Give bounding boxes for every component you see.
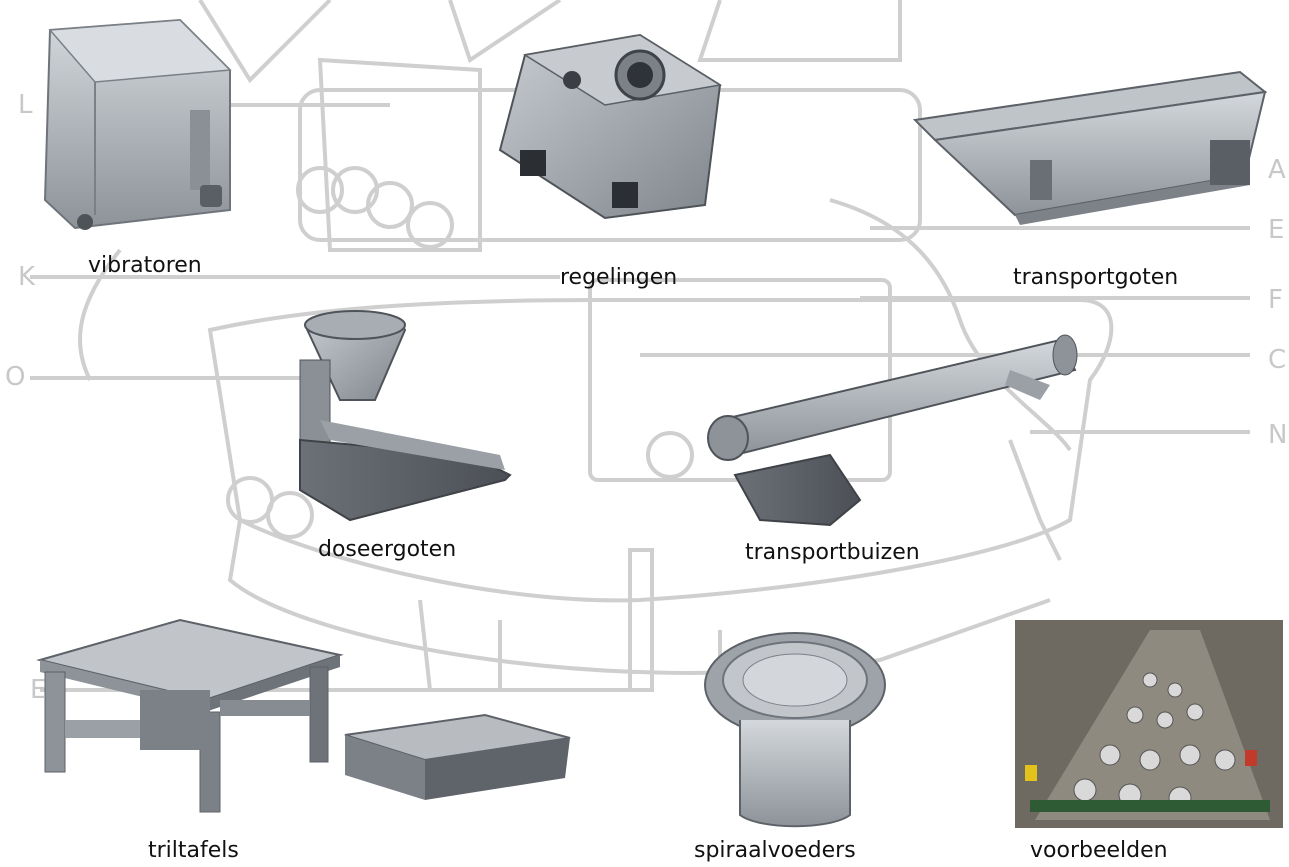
vibratoren-image-hotspot[interactable]	[40, 15, 235, 235]
doseergoten-image-hotspot[interactable]	[295, 305, 515, 525]
callout-letter-f: F	[1268, 285, 1283, 315]
callout-letter-o: O	[5, 362, 26, 392]
callout-letter-n: N	[1268, 420, 1288, 450]
regelingen-image-hotspot[interactable]	[495, 30, 725, 225]
link-triltafels[interactable]: triltafels	[148, 838, 239, 863]
transport-tube-render	[707, 334, 1078, 527]
transportbuizen-image-hotspot[interactable]	[700, 335, 1085, 530]
transport-trough-render	[912, 70, 1268, 225]
link-spiraalvoeders[interactable]: spiraalvoeders	[694, 838, 856, 863]
callout-letter-b: E	[1268, 215, 1285, 245]
callout-letter-k: K	[18, 262, 36, 292]
callout-letter-e: E	[30, 675, 47, 705]
control-box-render	[498, 33, 723, 220]
spiraalvoeders-image-hotspot[interactable]	[700, 625, 890, 830]
link-voorbeelden[interactable]: voorbeelden	[1030, 838, 1168, 863]
spiral-feeder-render	[704, 632, 886, 828]
link-vibratoren[interactable]: vibratoren	[88, 253, 202, 278]
background-sketch	[30, 0, 1250, 702]
vibrator-render	[43, 18, 232, 230]
link-regelingen[interactable]: regelingen	[560, 265, 678, 290]
link-doseergoten[interactable]: doseergoten	[318, 537, 457, 562]
voorbeelden-image-hotspot[interactable]	[1015, 620, 1283, 828]
triltafels-image-hotspot[interactable]	[35, 615, 575, 815]
vibration-table-render	[36, 618, 344, 813]
link-transportgoten[interactable]: transportgoten	[1013, 265, 1179, 290]
dosing-trough-render	[299, 310, 512, 522]
example-photo	[1015, 620, 1283, 828]
transportgoten-image-hotspot[interactable]	[910, 68, 1270, 228]
vibration-plate-render	[344, 713, 571, 800]
link-transportbuizen[interactable]: transportbuizen	[745, 540, 920, 565]
callout-letter-l: L	[18, 90, 33, 120]
callout-letter-c: C	[1268, 345, 1287, 375]
callout-letter-a: A	[1268, 155, 1286, 185]
